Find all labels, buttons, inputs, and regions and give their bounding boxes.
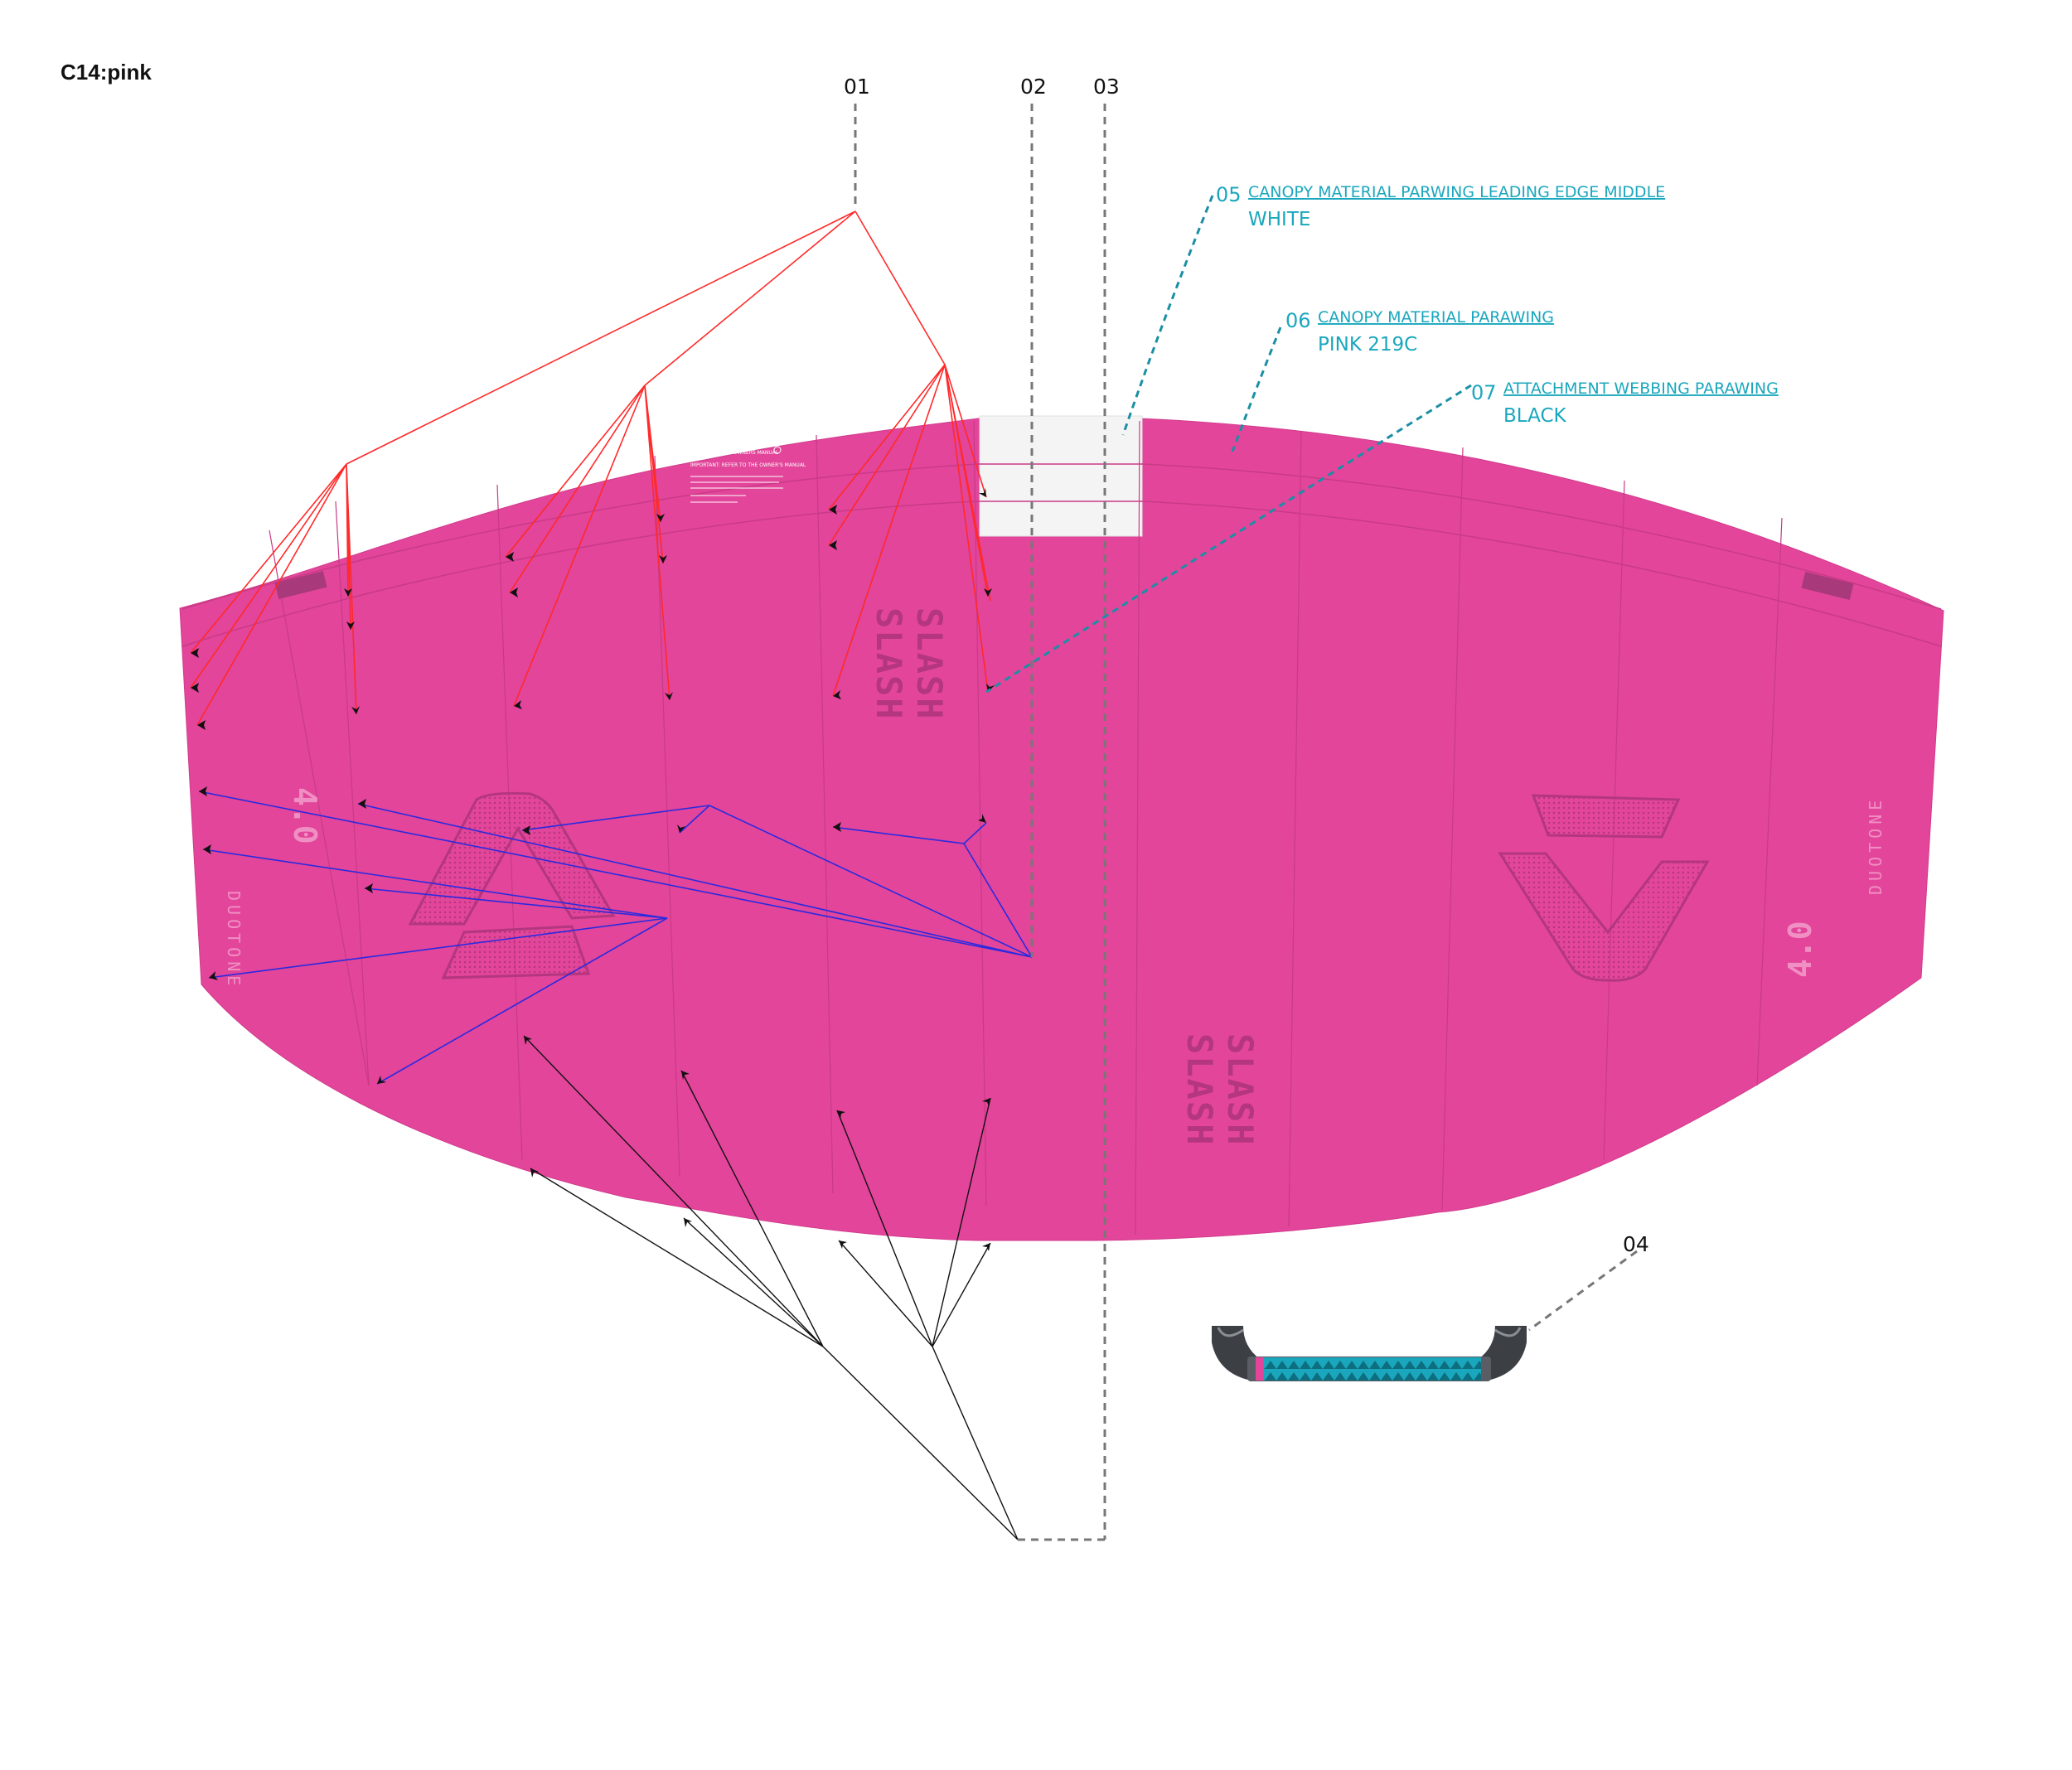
brand-text-right: DUOTONE <box>1866 796 1886 895</box>
material-callout-07: 07 ATTACHMENT WEBBING PARAWING BLACK <box>1471 380 1779 427</box>
svg-text:06: 06 <box>1285 309 1311 332</box>
logo-mark-right <box>1531 794 1681 839</box>
model-text-lower-1: SLASH <box>1179 1033 1220 1146</box>
logo-mark-left-2 <box>441 925 591 979</box>
svg-text:WARNING: READ OWNERS MANUAL: WARNING: READ OWNERS MANUAL <box>690 450 779 456</box>
canopy: DUOTONE DUOTONE 4.0 4.0 SLASH SLASH SLAS… <box>179 415 1944 1241</box>
leading-edge-seam <box>182 463 1942 610</box>
handle-grip <box>1264 1357 1481 1381</box>
size-text-right: 4.0 <box>1782 921 1818 978</box>
callout-02: 02 <box>1020 75 1047 99</box>
svg-text:WHITE: WHITE <box>1248 209 1310 230</box>
line-attachment-arrows <box>191 488 995 1251</box>
callout-leaders <box>854 104 1638 1541</box>
callout-04: 04 <box>1623 1232 1649 1256</box>
size-text-left: 4.0 <box>287 787 323 844</box>
material-callout-06: 06 CANOPY MATERIAL PARAWING PINK 219C <box>1285 308 1554 355</box>
handle-accent <box>1256 1357 1264 1381</box>
warning-label: WARNING: READ OWNERS MANUAL IMPORTANT: R… <box>690 446 806 503</box>
attachment-patch <box>1801 572 1854 600</box>
svg-text:CANOPY MATERIAL PARAWING: CANOPY MATERIAL PARAWING <box>1318 308 1554 326</box>
svg-text:BLACK: BLACK <box>1503 405 1567 427</box>
model-text-lower-2: SLASH <box>1220 1033 1261 1146</box>
logo-mark-right-2 <box>1498 852 1710 982</box>
leading-edge-middle <box>979 415 1143 537</box>
rear-bridle-lines <box>523 1035 1019 1540</box>
callout-01: 01 <box>844 75 870 99</box>
diagram-title: C14:pink <box>61 60 152 85</box>
callout-03: 03 <box>1093 75 1120 99</box>
svg-text:PINK 219C: PINK 219C <box>1318 334 1417 355</box>
material-callout-05: 05 CANOPY MATERIAL PARWING LEADING EDGE … <box>1216 183 1665 230</box>
attachment-patch <box>274 571 327 599</box>
panel-seams <box>269 420 1783 1236</box>
material-leaders <box>985 195 1472 694</box>
svg-text:07: 07 <box>1471 381 1497 404</box>
logo-mark-left <box>408 791 616 926</box>
svg-text:05: 05 <box>1216 183 1242 206</box>
front-bridle-lines <box>190 210 991 726</box>
handle <box>1212 1326 1527 1381</box>
model-text-upper-1: SLASH <box>869 607 909 720</box>
svg-text:IMPORTANT: REFER TO THE OWNER': IMPORTANT: REFER TO THE OWNER'S MANUAL <box>690 462 806 468</box>
leading-edge-seam <box>182 501 1942 647</box>
middle-bridle-lines <box>198 791 1033 1085</box>
canopy-body <box>179 418 1944 1241</box>
svg-text:CANOPY MATERIAL PARWING LEADIN: CANOPY MATERIAL PARWING LEADING EDGE MID… <box>1248 183 1665 201</box>
svg-text:ATTACHMENT WEBBING PARAWING: ATTACHMENT WEBBING PARAWING <box>1503 380 1779 398</box>
model-text-upper-2: SLASH <box>909 607 950 720</box>
